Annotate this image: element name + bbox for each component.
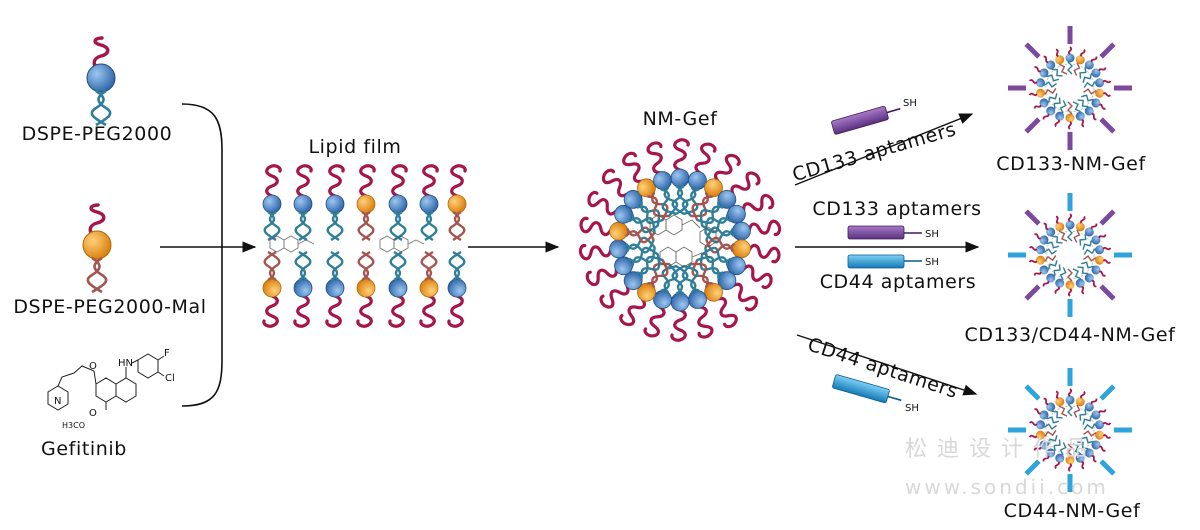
- cd133-nm-gef-label: CD133-NM-Gef: [996, 153, 1146, 175]
- film-top-lipid: [263, 166, 281, 240]
- mixing-bracket: [181, 103, 223, 407]
- film-bottom-lipid: [263, 252, 281, 326]
- dspe-peg2000-label: DSPE-PEG2000: [22, 123, 173, 145]
- gefitinib-atom-hn: HN: [118, 358, 133, 369]
- film-top-lipid: [326, 166, 344, 240]
- product-lipid: [1064, 213, 1076, 242]
- gefitinib-atom-cl: Cl: [165, 373, 175, 384]
- film-bottom-lipid: [294, 252, 312, 326]
- arrow-to-cd44: [796, 334, 978, 396]
- aptamer-rod: [1099, 42, 1116, 59]
- film-top-lipid: [357, 166, 375, 240]
- cd44-aptamer-reagent-icon: [832, 374, 902, 404]
- aptamer-rod: [1024, 459, 1041, 476]
- watermark-cn: 松迪设计作品: [905, 437, 1097, 462]
- dspe-peg2000-mal-icon: [82, 203, 112, 294]
- drug-core-icon: [649, 214, 717, 268]
- lipid-film-icon: [263, 166, 466, 326]
- nm-gef-label: NM-Gef: [643, 108, 719, 130]
- nm-gef-micelle-icon: [580, 140, 781, 340]
- product-lipid: [1064, 388, 1076, 417]
- cd133-sh-top: SH: [903, 98, 917, 109]
- cd133-aptamers-top-label: CD133 aptamers: [790, 118, 959, 186]
- cd44-nm-gef-label: CD44-NM-Gef: [1004, 500, 1141, 522]
- watermark-url: www.sondii.com: [905, 475, 1109, 499]
- aptamer-rod: [1099, 117, 1116, 134]
- product-lipid: [1064, 101, 1076, 130]
- product-lipid: [1064, 268, 1076, 297]
- dspe-peg2000-mal-label: DSPE-PEG2000-Mal: [13, 296, 206, 318]
- film-top-lipid: [389, 166, 407, 240]
- aptamer-rod: [1024, 117, 1041, 134]
- cd133-cd44-nm-gef-icon: [1008, 193, 1132, 317]
- gefitinib-structure-icon: [47, 353, 165, 411]
- dspe-peg2000-icon: [86, 36, 116, 127]
- cd133-sh-mid: SH: [925, 229, 939, 240]
- product-lipid: [1050, 389, 1071, 420]
- cd44-sh-mid: SH: [925, 257, 939, 268]
- gefitinib-atom-h3co: H3CO: [62, 421, 85, 430]
- film-bottom-lipid: [448, 252, 466, 326]
- aptamer-rod: [1024, 284, 1041, 301]
- gefitinib-atom-n: N: [54, 396, 61, 407]
- arrow-to-cd133: [794, 113, 974, 186]
- product-lipid: [1050, 214, 1071, 245]
- film-top-lipid: [420, 166, 438, 240]
- aptamer-rod: [1024, 384, 1041, 401]
- gefitinib-atom-f: F: [164, 348, 170, 359]
- aptamer-rod: [1067, 299, 1073, 317]
- aptamer-rod: [1008, 85, 1026, 91]
- micelle-lipid: [671, 266, 689, 340]
- aptamer-rod: [1067, 474, 1073, 492]
- cd44-nm-gef-icon: [1008, 368, 1132, 492]
- cd44-sh-bottom: SH: [905, 403, 919, 414]
- aptamer-rod: [1008, 427, 1026, 433]
- drug-in-film-icon: [269, 235, 425, 253]
- product-lipid: [1050, 47, 1071, 78]
- cd133-aptamers-mid-label: CD133 aptamers: [812, 198, 981, 220]
- product-lipid: [1064, 46, 1076, 75]
- cd133-aptamer-mid-icon: [847, 225, 922, 240]
- aptamer-rod: [1024, 42, 1041, 59]
- film-bottom-lipid: [357, 252, 375, 326]
- film-bottom-lipid: [389, 252, 407, 326]
- gefitinib-label: Gefitinib: [41, 438, 127, 460]
- aptamer-rod: [1099, 459, 1116, 476]
- aptamer-rod: [1114, 85, 1132, 91]
- aptamer-rod: [1024, 209, 1041, 226]
- product-lipid: [1069, 265, 1090, 296]
- aptamer-rod: [1067, 368, 1073, 386]
- micelle-lipid: [671, 140, 689, 214]
- aptamer-rod: [1114, 252, 1132, 258]
- product-lipid: [1069, 98, 1090, 129]
- film-bottom-lipid: [420, 252, 438, 326]
- gefitinib-atom-o2: O: [89, 408, 97, 419]
- cd44-aptamer-mid-icon: [847, 254, 922, 269]
- aptamer-rod: [1114, 427, 1132, 433]
- aptamer-rod: [1067, 26, 1073, 44]
- aptamer-rod: [1099, 384, 1116, 401]
- film-top-lipid: [448, 166, 466, 240]
- cd133-nm-gef-icon: [1008, 26, 1132, 150]
- cd133-cd44-nm-gef-label: CD133/CD44-NM-Gef: [965, 324, 1177, 346]
- film-top-lipid: [294, 166, 312, 240]
- aptamer-rod: [1067, 193, 1073, 211]
- aptamer-rod: [1099, 209, 1116, 226]
- gefitinib-atom-o1: O: [89, 361, 97, 372]
- aptamer-rod: [1099, 284, 1116, 301]
- aptamer-rod: [1008, 252, 1026, 258]
- film-bottom-lipid: [326, 252, 344, 326]
- aptamer-rod: [1067, 132, 1073, 150]
- lipid-film-label: Lipid film: [308, 136, 401, 158]
- cd44-aptamers-mid-label: CD44 aptamers: [820, 271, 977, 293]
- cd133-aptamer-reagent-icon: [831, 105, 901, 135]
